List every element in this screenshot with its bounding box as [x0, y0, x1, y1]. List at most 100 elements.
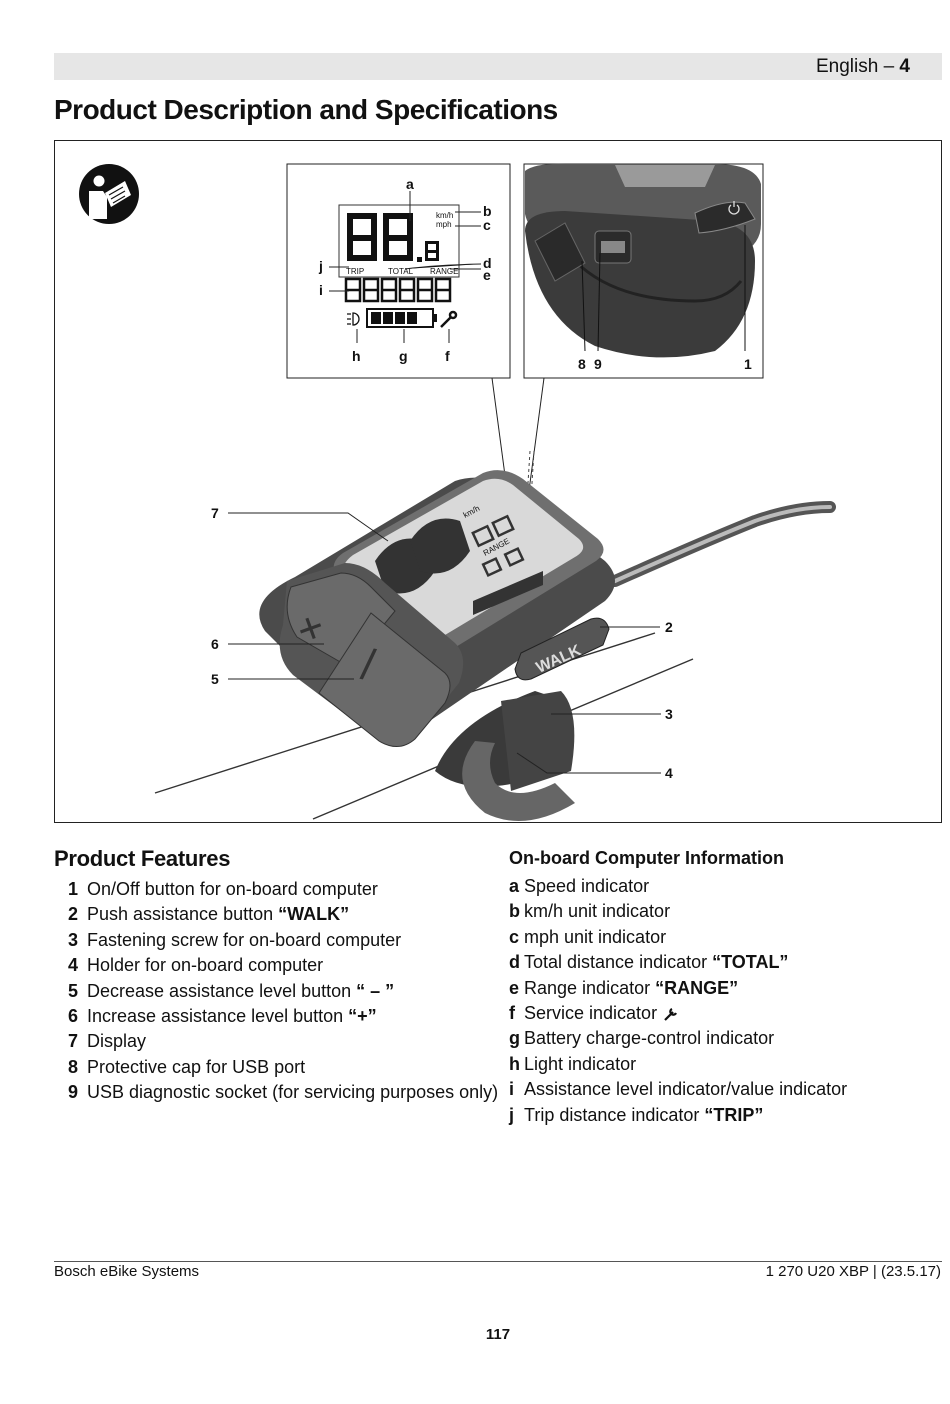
label-d: d: [483, 255, 492, 271]
light-icon: [347, 312, 360, 326]
label-6: 6: [211, 636, 219, 652]
value-digits: [344, 277, 452, 303]
label-a: a: [406, 176, 414, 192]
list-item-text: Decrease assistance level button: [87, 980, 357, 1001]
list-item-key: 9: [67, 1082, 78, 1103]
label-i: i: [319, 282, 323, 298]
list-item: j Trip distance indicator “TRIP”: [509, 1103, 929, 1128]
label-1: 1: [744, 356, 752, 372]
list-item-text: Holder for on-board computer: [87, 955, 324, 976]
footer-doc-id: 1 270 U20 XBP | (23.5.17): [765, 1263, 941, 1280]
label-9: 9: [594, 356, 602, 372]
list-item-body: Light indicator: [524, 1052, 636, 1077]
list-item-text: Protective cap for USB port: [87, 1056, 306, 1077]
list-item-text: Service indicator: [524, 1003, 663, 1024]
header-text: English – 4: [816, 56, 910, 78]
display-trip-text: TRIP: [346, 267, 364, 276]
wrench-icon: [664, 1008, 678, 1022]
page-header-bar: English – 4: [54, 53, 942, 80]
label-2: 2: [665, 619, 673, 635]
list-item-text: km/h unit indicator: [524, 901, 671, 922]
list-item-key: a: [509, 876, 520, 896]
list-item-emphasis: “TOTAL”: [712, 952, 789, 973]
list-item-body: Fastening screw for on-board computer: [87, 928, 401, 953]
list-item-text: Assistance level indicator/value indicat…: [524, 1079, 848, 1100]
list-item-body: Decrease assistance level button “ – ”: [87, 979, 394, 1004]
list-item-text: Speed indicator: [524, 876, 650, 896]
list-item-key: 5: [67, 980, 78, 1001]
list-item-text: Display: [87, 1031, 147, 1052]
list-item-key: 3: [67, 929, 78, 950]
display-total-text: TOTAL: [388, 267, 414, 276]
list-item-body: USB diagnostic socket (for servicing pur…: [87, 1080, 498, 1105]
list-item-emphasis: “TRIP”: [704, 1104, 764, 1125]
label-g: g: [399, 348, 408, 364]
list-item-body: Total distance indicator “TOTAL”: [524, 950, 788, 975]
list-item: 3 Fastening screw for on-board computer: [54, 928, 484, 953]
list-item-emphasis: “RANGE”: [655, 977, 739, 998]
list-item-key: 4: [67, 955, 78, 976]
main-leader-lines: [228, 512, 661, 774]
list-item-text: USB diagnostic socket (for servicing pur…: [87, 1082, 499, 1103]
list-item-body: Assistance level indicator/value indicat…: [524, 1077, 847, 1102]
list-item-text: mph unit indicator: [524, 926, 667, 947]
list-item-key: j: [509, 1104, 515, 1125]
wrench-icon: [440, 310, 458, 328]
list-item-key: d: [509, 952, 520, 973]
product-figure: km/h mph TRIP TOTAL RANGE: [54, 140, 942, 823]
list-item-body: On/Off button for on-board computer: [87, 877, 378, 902]
list-item-key: c: [509, 926, 520, 947]
speed-digits: [347, 213, 439, 262]
list-item-key: 6: [67, 1006, 78, 1027]
holder-leader-lines: [581, 225, 746, 352]
list-item-key: b: [509, 901, 520, 922]
label-7: 7: [211, 505, 219, 521]
display-range-text: RANGE: [430, 267, 458, 276]
label-5: 5: [211, 671, 219, 687]
list-item-body: mph unit indicator: [524, 925, 666, 950]
list-item-key: g: [509, 1028, 520, 1049]
label-b: b: [483, 203, 492, 219]
list-item-body: Push assistance button “WALK”: [87, 902, 349, 927]
footer-divider: [54, 1261, 942, 1262]
list-item-text: Increase assistance level button: [87, 1006, 349, 1027]
onboard-computer-drawing: km/h RANGE + / WALK: [259, 470, 615, 821]
list-item-key: 7: [67, 1031, 78, 1052]
list-item-text: Total distance indicator: [524, 952, 713, 973]
list-item: 7 Display: [54, 1029, 484, 1054]
list-item-key: 8: [67, 1056, 78, 1077]
list-item-key: e: [509, 977, 520, 998]
list-item-emphasis: “ – ”: [356, 980, 395, 1001]
list-item-text: Range indicator: [524, 977, 656, 998]
list-item-key: i: [509, 1079, 515, 1100]
footer-company: Bosch eBike Systems: [54, 1263, 200, 1280]
list-item-text: Push assistance button: [87, 904, 279, 925]
list-item: 5 Decrease assistance level button “ – ”: [54, 979, 484, 1004]
list-item: 8 Protective cap for USB port: [54, 1055, 484, 1080]
list-item-key: 1: [67, 879, 78, 899]
label-e: e: [483, 267, 491, 283]
list-item-body: Range indicator “RANGE”: [524, 976, 738, 1001]
computer-info-title: On-board Computer Information: [509, 848, 784, 868]
label-c: c: [483, 217, 491, 233]
list-item-emphasis: “+”: [348, 1006, 377, 1027]
holder-detail-inset: 8 9 1: [523, 163, 764, 379]
list-item-text: On/Off button for on-board computer: [87, 879, 378, 899]
header-separator: –: [878, 56, 900, 77]
list-item-text: Light indicator: [524, 1053, 637, 1074]
display-detail-inset: km/h mph TRIP TOTAL RANGE: [286, 163, 511, 379]
list-item-body: Trip distance indicator “TRIP”: [524, 1103, 763, 1128]
list-item: 1 On/Off button for on-board computer: [54, 877, 484, 902]
list-item-body: Display: [87, 1029, 146, 1054]
list-item-key: h: [509, 1053, 520, 1074]
header-page-number: 4: [899, 56, 910, 77]
